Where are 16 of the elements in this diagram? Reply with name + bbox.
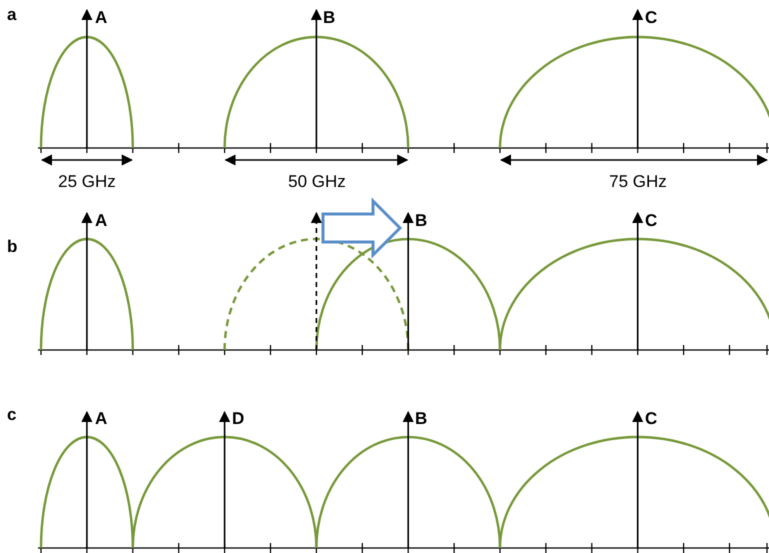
channel-label: A bbox=[95, 410, 108, 427]
bandwidth-label: 75 GHz bbox=[609, 173, 667, 190]
panel-letter: c bbox=[7, 406, 16, 423]
panel-letter: a bbox=[7, 6, 16, 23]
panel-letter: b bbox=[7, 238, 18, 255]
channel-label: D bbox=[232, 410, 244, 427]
channel-label: B bbox=[415, 212, 428, 229]
channel-label: C bbox=[645, 9, 658, 26]
channel-label: B bbox=[323, 9, 336, 26]
channel-label: A bbox=[95, 9, 108, 26]
channel-label: C bbox=[645, 410, 658, 427]
channel-label: B bbox=[415, 410, 428, 427]
channel-label: C bbox=[645, 212, 658, 229]
bandwidth-label: 50 GHz bbox=[288, 173, 346, 190]
bandwidth-label: 25 GHz bbox=[58, 173, 116, 190]
channel-label: A bbox=[95, 212, 108, 229]
